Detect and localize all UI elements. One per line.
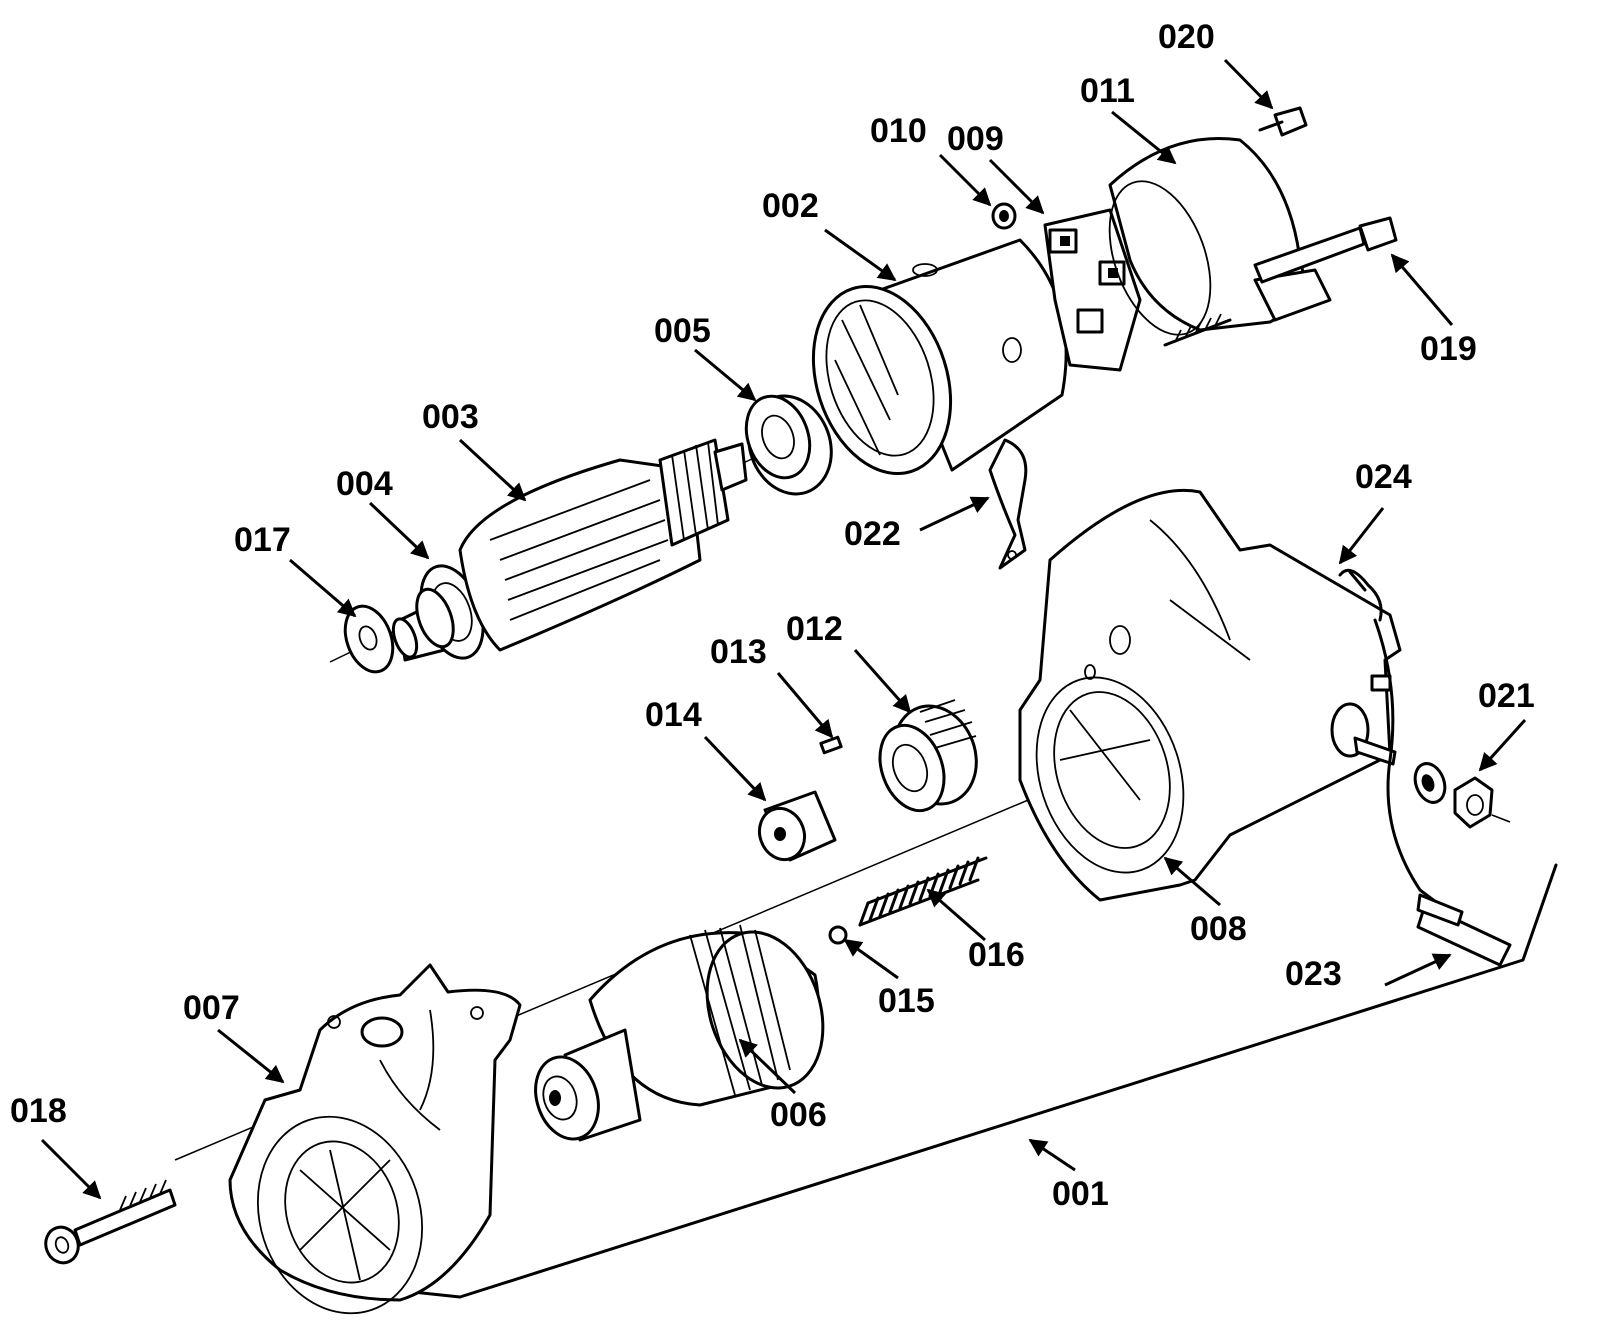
leader-005 [694, 348, 757, 402]
yoke-002 [811, 238, 1068, 475]
callout-012: 012 [786, 610, 843, 648]
leader-015 [843, 938, 899, 980]
armature-003 [391, 438, 748, 662]
callout-015: 015 [878, 982, 935, 1020]
leader-014 [703, 735, 767, 802]
callout-016: 016 [968, 936, 1025, 974]
callout-005: 005 [654, 312, 711, 350]
field-lead-022 [988, 438, 1028, 570]
assembly-bracket-line [336, 863, 1558, 1299]
leader-009 [988, 158, 1045, 215]
callout-labels: 001 002 003 004 005 006 007 008 009 010 … [10, 18, 1535, 1213]
spring-016 [858, 856, 988, 927]
callout-019: 019 [1420, 330, 1477, 368]
nut-washer-021 [1413, 762, 1511, 829]
callout-007: 007 [183, 989, 240, 1027]
brush-holder-009 [1043, 208, 1142, 372]
callout-006: 006 [770, 1096, 827, 1134]
steel-ball-015 [828, 925, 848, 945]
clip-010 [991, 202, 1017, 230]
callout-003: 003 [422, 398, 479, 436]
callout-020: 020 [1158, 18, 1215, 56]
leader-008 [1163, 856, 1221, 907]
bolt-018 [44, 1179, 177, 1265]
leader-010 [938, 153, 992, 207]
bearing-004 [415, 587, 455, 649]
leader-012 [853, 649, 912, 714]
end-cover-011 [1108, 136, 1332, 347]
callout-024: 024 [1355, 458, 1412, 496]
leader-022 [919, 496, 990, 532]
callout-018: 018 [10, 1092, 67, 1130]
washer-017 [343, 604, 395, 674]
callout-022: 022 [844, 515, 901, 553]
leader-003 [458, 438, 527, 502]
idler-gear-012 [878, 699, 978, 813]
leader-024 [1338, 507, 1385, 565]
leader-018 [40, 1138, 102, 1200]
leader-017 [289, 558, 357, 618]
callout-001: 001 [1052, 1175, 1109, 1213]
callout-013: 013 [710, 633, 767, 671]
callout-002: 002 [762, 187, 819, 225]
leader-006 [738, 1038, 797, 1095]
drive-end-frame-007 [228, 963, 522, 1315]
connector-023 [1416, 893, 1512, 967]
leader-001 [1028, 1138, 1076, 1172]
leader-011 [1111, 110, 1177, 165]
leader-020 [1223, 58, 1274, 110]
screw-020 [1258, 106, 1308, 137]
leader-004 [368, 501, 430, 560]
callout-009: 009 [947, 120, 1004, 158]
pin-013 [819, 735, 843, 755]
callout-011: 011 [1080, 72, 1135, 110]
callout-023: 023 [1285, 955, 1342, 993]
leader-002 [824, 228, 897, 282]
leader-arrows [40, 58, 1527, 1200]
leader-023 [1384, 953, 1452, 987]
through-bolt-019 [1253, 216, 1398, 284]
leader-021 [1478, 718, 1527, 772]
wire-024 [1338, 568, 1442, 907]
leader-016 [926, 888, 986, 942]
leader-007 [217, 1028, 285, 1084]
bearing-005 [744, 394, 833, 496]
retainer-014 [757, 790, 837, 862]
leader-013 [776, 672, 834, 739]
callout-004: 004 [336, 465, 393, 503]
callout-017: 017 [234, 521, 291, 559]
callout-010: 010 [870, 112, 927, 150]
callout-008: 008 [1190, 910, 1247, 948]
leader-019 [1390, 253, 1454, 326]
callout-014: 014 [645, 696, 702, 734]
callout-021: 021 [1478, 677, 1535, 715]
housing-008 [1018, 488, 1402, 902]
